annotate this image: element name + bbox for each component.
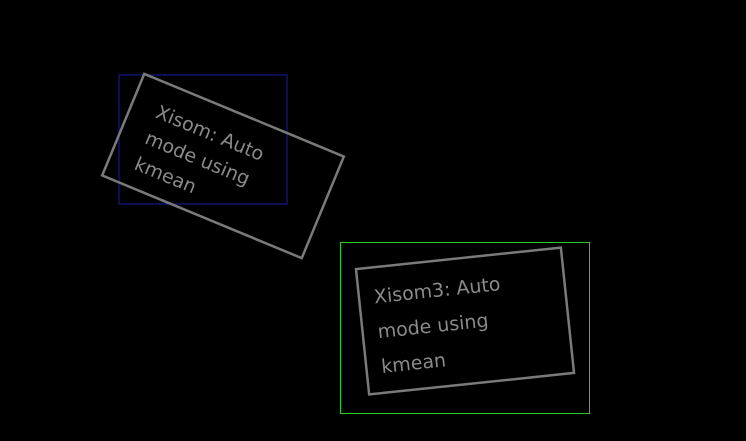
rotated-note-2-line-2: mode using [377, 310, 490, 344]
bbox-green [340, 242, 590, 414]
rotated-note-2-outline [354, 246, 576, 396]
rotated-note-1: Xisom: Auto mode using kmean [100, 72, 346, 260]
bbox-blue [118, 74, 288, 205]
rotated-note-2-line-1: Xisom3: Auto [373, 273, 502, 308]
rotated-note-1-outline [100, 72, 346, 260]
rotated-note-2: Xisom3: Auto mode using kmean [354, 246, 576, 396]
rotated-note-2-line-3: kmean [380, 349, 447, 378]
